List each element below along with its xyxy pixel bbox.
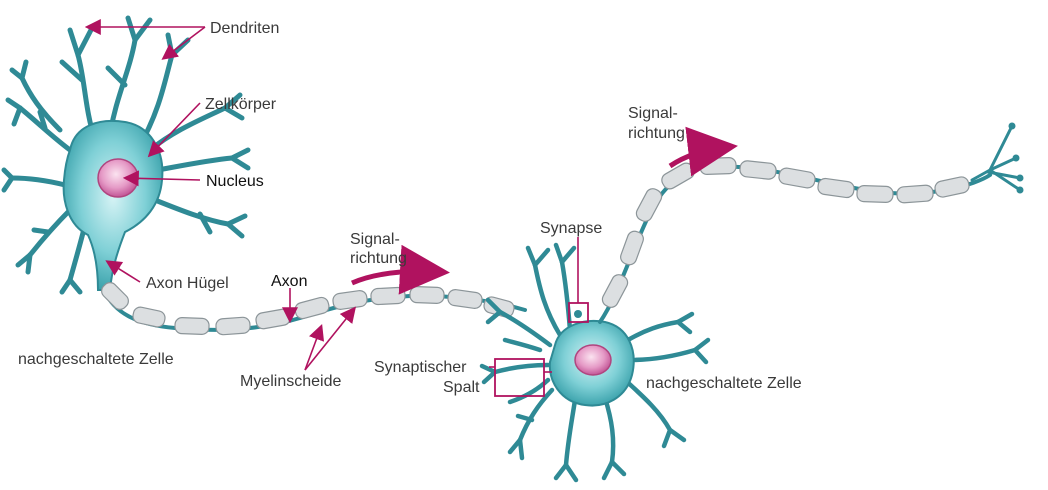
- axon-right: [598, 122, 1024, 324]
- myelin-sheaths-right: [601, 157, 970, 308]
- label-axon-huegel: Axon Hügel: [146, 275, 229, 292]
- label-synaptischer-line1: Synaptischer: [374, 359, 467, 376]
- label-zellkoerper: Zellkörper: [205, 96, 277, 113]
- label-axon: Axon: [271, 273, 307, 290]
- synapse-bouton: [574, 310, 582, 318]
- label-myelinscheide: Myelinscheide: [240, 373, 341, 390]
- label-signal1-line1: Signal-: [350, 231, 400, 248]
- label-dendriten: Dendriten: [210, 20, 279, 37]
- pointer-lines: [84, 19, 579, 373]
- signal-arrow-right: [668, 126, 738, 177]
- myelin-segment: [132, 306, 166, 328]
- myelin-segment: [101, 282, 129, 310]
- left-cell-body: [62, 120, 164, 291]
- myelin-segment: [739, 160, 777, 180]
- left-neuron: [1, 15, 251, 295]
- signal-arrow-left: [351, 244, 450, 295]
- myelin-segment: [934, 176, 970, 198]
- terminal-bouton: [1012, 154, 1020, 162]
- myelin-segment: [778, 167, 816, 189]
- myelin-segment: [635, 188, 663, 222]
- label-nachgeschaltete-right: nachgeschaltete Zelle: [646, 375, 802, 392]
- axon-terminals: [970, 124, 1022, 192]
- myelin-segment: [856, 185, 894, 203]
- label-signal2-line2: richtung: [628, 125, 685, 142]
- myelin-segment: [896, 184, 934, 204]
- label-synapse: Synapse: [540, 220, 602, 237]
- myelin-segment: [661, 162, 695, 190]
- label-synaptischer-line2: Spalt: [443, 379, 480, 396]
- myelin-segment: [215, 316, 251, 336]
- myelin-segment: [370, 286, 406, 306]
- myelin-segment: [294, 296, 330, 320]
- label-nucleus: Nucleus: [206, 173, 264, 190]
- myelin-segment: [255, 308, 291, 330]
- myelin-segment: [174, 317, 210, 335]
- myelin-segment: [620, 230, 644, 266]
- right-neuron: [479, 242, 711, 483]
- myelin-segment: [409, 286, 445, 304]
- label-nachgeschaltete-left: nachgeschaltete Zelle: [18, 351, 174, 368]
- terminal-bouton: [1008, 122, 1016, 130]
- label-signal2-line1: Signal-: [628, 105, 678, 122]
- myelin-segment: [332, 290, 368, 310]
- synaptic-cleft-box: [494, 358, 545, 397]
- terminal-bouton: [1016, 174, 1024, 182]
- myelin-segment: [699, 157, 737, 175]
- myelin-segment: [817, 177, 855, 199]
- label-signal1-line2: richtung: [350, 250, 407, 267]
- right-nucleus: [574, 344, 612, 376]
- myelin-segment: [601, 274, 629, 308]
- terminal-bouton: [1016, 186, 1024, 194]
- myelin-segment: [447, 289, 483, 309]
